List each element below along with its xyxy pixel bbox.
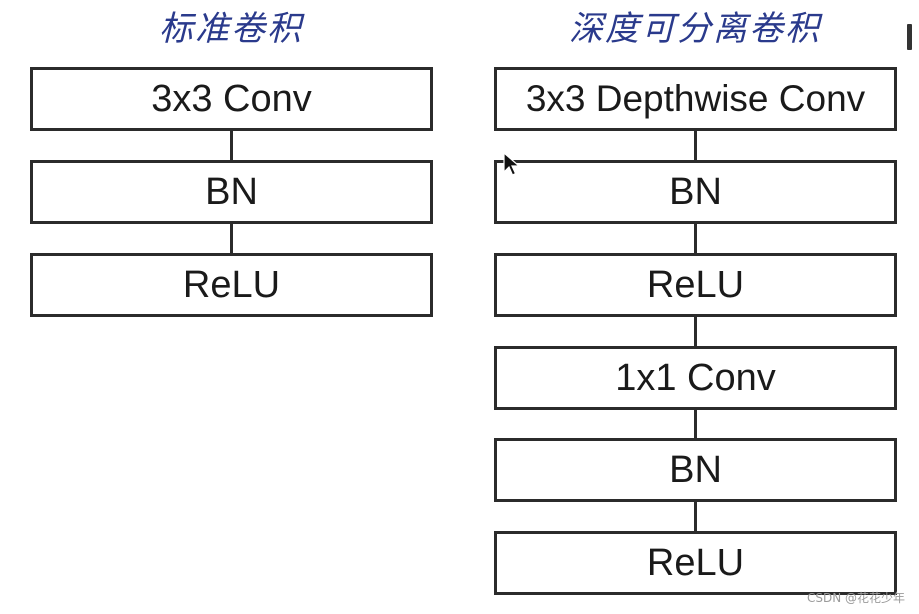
- watermark: CSDN @花花少年: [806, 591, 905, 605]
- block-relu-2: ReLU: [494, 531, 897, 595]
- connector-line: [694, 317, 697, 346]
- mouse-pointer-icon: [503, 152, 521, 176]
- connector-line: [230, 131, 233, 160]
- connector-line: [694, 224, 697, 253]
- connector-line: [230, 224, 233, 253]
- edge-marker: [907, 24, 912, 50]
- block-3x3-conv: 3x3 Conv: [30, 67, 433, 131]
- block-relu: ReLU: [494, 253, 897, 317]
- block-3x3-depthwise-conv: 3x3 Depthwise Conv: [494, 67, 897, 131]
- title-depthwise-separable-convolution: 深度可分离卷积: [569, 9, 821, 49]
- block-bn: BN: [30, 160, 433, 224]
- block-bn: BN: [494, 160, 897, 224]
- connector-line: [694, 502, 697, 531]
- title-standard-convolution: 标准卷积: [159, 9, 303, 49]
- connector-line: [694, 131, 697, 160]
- connector-line: [694, 410, 697, 438]
- block-bn-2: BN: [494, 438, 897, 502]
- block-1x1-conv: 1x1 Conv: [494, 346, 897, 410]
- block-relu: ReLU: [30, 253, 433, 317]
